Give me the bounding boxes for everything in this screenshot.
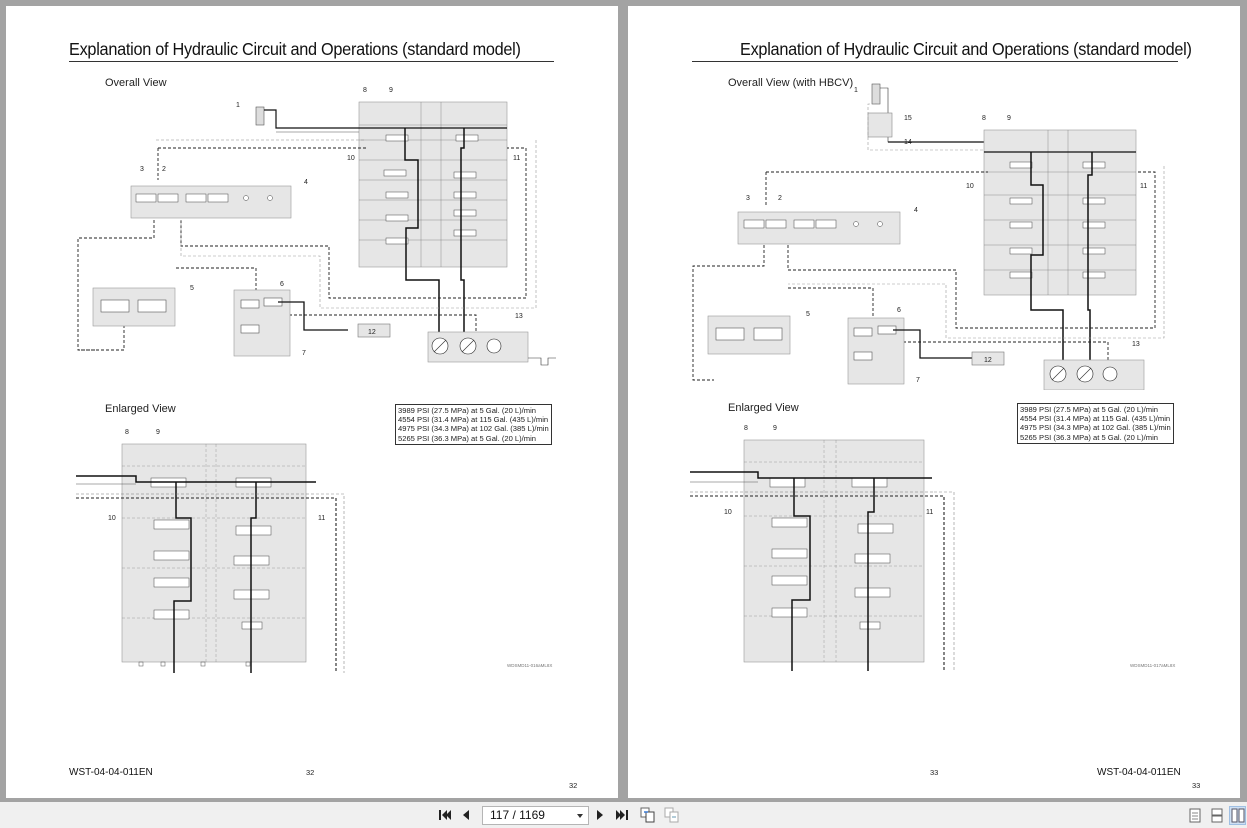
first-page-button[interactable] (437, 807, 453, 823)
enlarged-view-diagram: 8 9 10 11 (690, 425, 955, 671)
callout-7: 7 (916, 377, 920, 384)
enlarged-view-label: Enlarged View (728, 402, 799, 414)
last-page-icon (616, 810, 628, 820)
callout-5: 5 (806, 311, 810, 318)
spec-line: 4554 PSI (31.4 MPa) at 115 Gal. (435 L)/… (398, 415, 549, 425)
spec-line: 5265 PSI (36.3 MPa) at 5 Gal. (20 L)/min (398, 433, 537, 443)
page-number-corner: 32 (569, 781, 578, 790)
page-indicator: 117 / 1169 (490, 808, 545, 822)
callout-13: 13 (515, 313, 523, 320)
callout-8: 8 (982, 115, 986, 122)
page-number-center: 32 (306, 768, 315, 777)
page-number-corner: 33 (1192, 781, 1201, 790)
page-number-select[interactable]: 117 / 1169 (482, 806, 589, 825)
enlarged-callout-8: 8 (744, 425, 748, 432)
callout-14: 14 (904, 139, 912, 146)
callout-10: 10 (966, 183, 974, 190)
enlarged-callout-11: 11 (926, 509, 933, 516)
go-forward-view-button[interactable] (664, 807, 680, 823)
next-page-button[interactable] (592, 807, 608, 823)
enlarged-callout-10: 10 (108, 515, 116, 522)
page-33: Explanation of Hydraulic Circuit and Ope… (628, 6, 1240, 798)
figure-id: WDSMD11-016aML8X (507, 663, 553, 668)
two-page-view-button[interactable] (1229, 806, 1246, 825)
overall-view-diagram: 1 15 14 2 3 4 5 6 7 8 9 10 11 12 13 (692, 83, 1165, 390)
previous-page-icon (463, 810, 469, 820)
doc-code: WST-04-04-011EN (1097, 767, 1181, 778)
title-rule (692, 61, 1178, 62)
spec-line: 3989 PSI (27.5 MPa) at 5 Gal. (20 L)/min (398, 406, 537, 415)
enlarged-callout-11: 11 (318, 515, 325, 522)
callout-12: 12 (984, 357, 992, 364)
callout-2: 2 (162, 166, 166, 173)
overall-view-label: Overall View (105, 77, 167, 89)
page-title: Explanation of Hydraulic Circuit and Ope… (69, 39, 521, 59)
enlarged-callout-9: 9 (773, 425, 777, 432)
callout-2: 2 (778, 195, 782, 202)
navigation-toolbar: 117 / 1169 (0, 802, 1247, 828)
continuous-view-icon (1211, 808, 1222, 823)
two-page-view-icon (1231, 808, 1244, 823)
callout-9: 9 (1007, 115, 1011, 122)
callout-8: 8 (363, 87, 367, 94)
callout-1: 1 (236, 102, 240, 109)
enlarged-callout-8: 8 (125, 429, 129, 436)
spec-line: 3989 PSI (27.5 MPa) at 5 Gal. (20 L)/min (1020, 405, 1159, 414)
pressure-spec-box: 3989 PSI (27.5 MPa) at 5 Gal. (20 L)/min… (1017, 403, 1174, 444)
single-page-view-icon (1189, 808, 1200, 823)
callout-11: 11 (1140, 183, 1147, 190)
first-page-icon (439, 810, 451, 820)
callout-7: 7 (302, 350, 306, 357)
enlarged-view-diagram: 8 9 10 11 (76, 429, 345, 673)
enlarged-callout-10: 10 (724, 509, 732, 516)
callout-4: 4 (304, 179, 308, 186)
callout-9: 9 (389, 87, 393, 94)
callout-5: 5 (190, 285, 194, 292)
callout-3: 3 (746, 195, 750, 202)
enlarged-view-label: Enlarged View (105, 403, 176, 415)
pressure-spec-box: 3989 PSI (27.5 MPa) at 5 Gal. (20 L)/min… (395, 404, 552, 445)
callout-13: 13 (1132, 341, 1140, 348)
page-32: Explanation of Hydraulic Circuit and Ope… (6, 6, 618, 798)
doc-code: WST-04-04-011EN (69, 767, 153, 778)
go-forward-view-icon (664, 807, 679, 823)
title-rule (69, 61, 554, 62)
overall-view-diagram: 1 2 3 4 5 6 7 8 9 10 11 12 13 (77, 87, 556, 366)
callout-6: 6 (897, 307, 901, 314)
figure-id: WDSMD11-017aML8X (1130, 663, 1176, 668)
spec-line: 4975 PSI (34.3 MPa) at 102 Gal. (385 L)/… (398, 424, 549, 434)
spec-line: 4975 PSI (34.3 MPa) at 102 Gal. (385 L)/… (1020, 423, 1171, 433)
callout-4: 4 (914, 207, 918, 214)
next-page-icon (597, 810, 603, 820)
overall-view-label: Overall View (with HBCV) (728, 77, 854, 89)
callout-12: 12 (368, 329, 376, 336)
spec-line: 4554 PSI (31.4 MPa) at 115 Gal. (435 L)/… (1020, 414, 1171, 424)
enlarged-callout-9: 9 (156, 429, 160, 436)
callout-15: 15 (904, 115, 912, 122)
callout-10: 10 (347, 155, 355, 162)
spec-line: 5265 PSI (36.3 MPa) at 5 Gal. (20 L)/min (1020, 432, 1159, 442)
go-back-view-button[interactable] (640, 807, 656, 823)
callout-1: 1 (854, 87, 858, 94)
callout-3: 3 (140, 166, 144, 173)
last-page-button[interactable] (614, 807, 630, 823)
callout-6: 6 (280, 281, 284, 288)
previous-page-button[interactable] (458, 807, 474, 823)
single-page-view-button[interactable] (1186, 806, 1203, 825)
continuous-view-button[interactable] (1208, 806, 1225, 825)
go-back-view-icon (640, 807, 655, 823)
dropdown-caret-icon (577, 814, 583, 818)
callout-11: 11 (513, 155, 520, 162)
document-viewer[interactable]: Explanation of Hydraulic Circuit and Ope… (0, 0, 1247, 802)
page-number-center: 33 (930, 768, 939, 777)
page-title: Explanation of Hydraulic Circuit and Ope… (740, 39, 1192, 59)
